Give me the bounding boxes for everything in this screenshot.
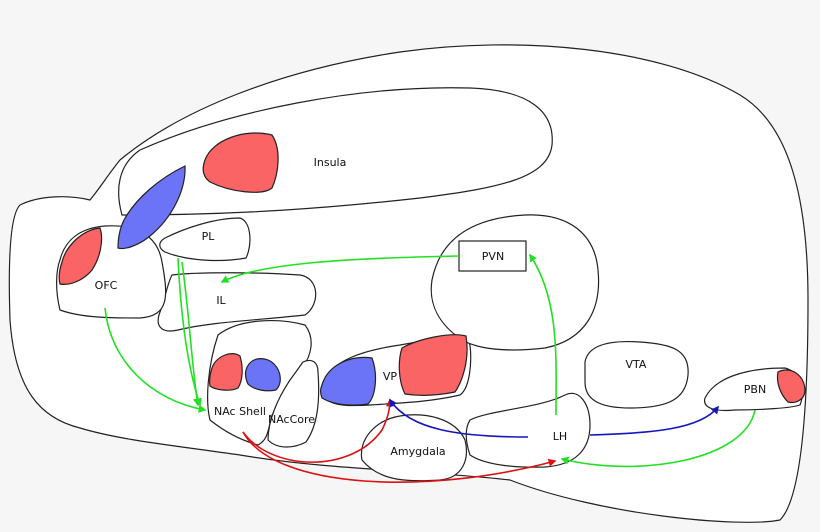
vta-region [584, 340, 689, 409]
nac-shell-hotspot [209, 353, 243, 391]
pvn-box [458, 240, 527, 272]
lh-label: LH [553, 430, 567, 443]
arrow-il-to-nac-shell [181, 261, 201, 407]
nac-shell-label: NAc Shell [214, 405, 266, 418]
insula-hotspot [202, 132, 279, 193]
pvn-label: PVN [482, 250, 504, 263]
il-label: IL [216, 294, 226, 307]
vp-hotspot [398, 334, 468, 396]
pbn-label: PBN [744, 383, 766, 396]
amygdala-label: Amygdala [390, 445, 445, 458]
arrow-lh-to-pbn [589, 405, 719, 436]
lh-region [465, 392, 591, 468]
il-region [157, 272, 317, 332]
arrow-pvn-to-il [220, 255, 460, 283]
ofc-label: OFC [95, 279, 118, 292]
arrow-nac-shell-to-vp [242, 398, 394, 463]
pl-region [159, 217, 251, 262]
pbn-hotspot [776, 369, 806, 404]
arrow-ofc-to-nac-shell [104, 307, 207, 413]
nac-shell-coldspot [244, 358, 281, 392]
arrow-pbn-to-lh [560, 409, 756, 468]
ofc-hotspot [58, 227, 103, 285]
pl-label: PL [202, 230, 216, 243]
arrow-lh-to-vp [389, 398, 529, 438]
nac-core-label: NAcCore [268, 413, 315, 426]
insula-coldspot [117, 165, 186, 250]
vp-coldspot [319, 356, 377, 406]
arrow-lh-to-pvn [529, 253, 557, 416]
vp-label: VP [383, 370, 398, 383]
amygdala-region [360, 414, 467, 482]
nac-core-region [267, 359, 320, 448]
arrow-nac-shell-to-lh [242, 431, 557, 483]
insula-label: Insula [314, 156, 347, 169]
vta-label: VTA [626, 358, 647, 371]
